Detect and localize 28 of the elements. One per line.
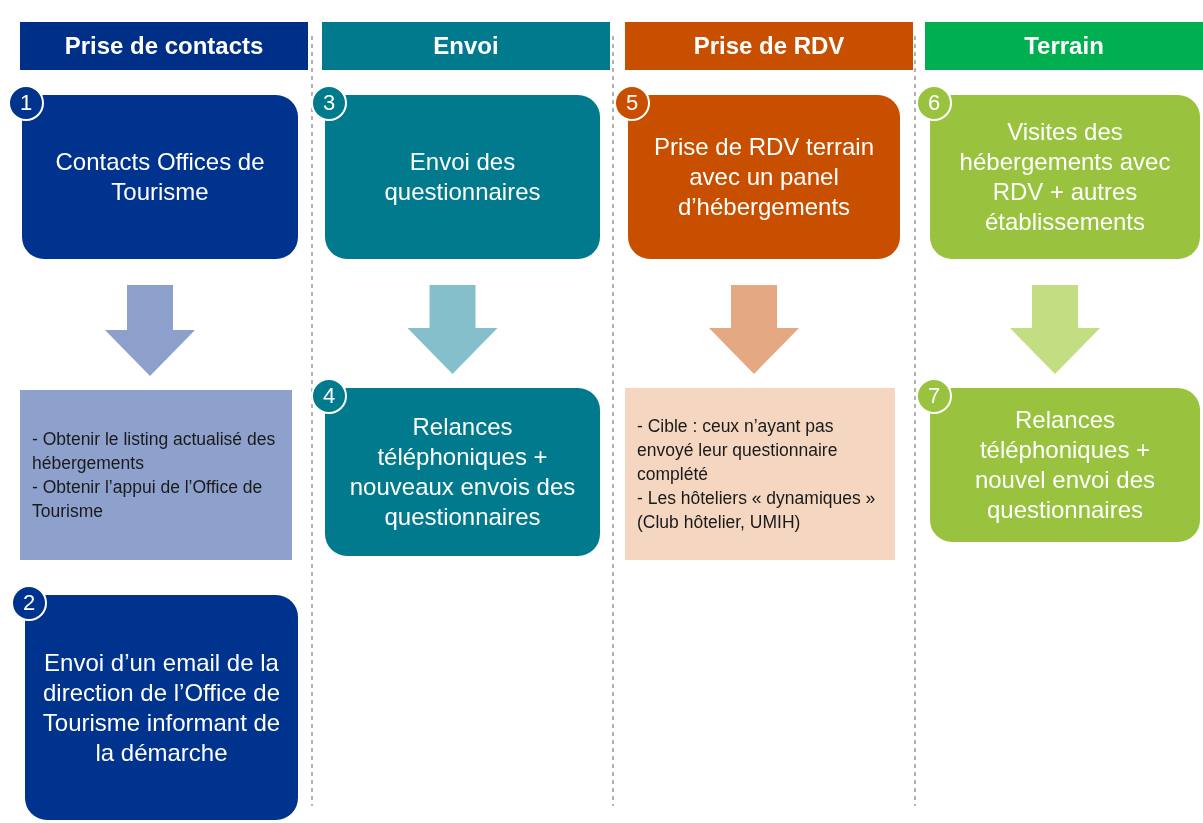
bullet-text: - Cible : ceux n’ayant pas envoyé leur questionnaire complété xyxy=(637,414,839,486)
column-header: Terrain xyxy=(925,22,1203,70)
step-number: 2 xyxy=(11,585,47,621)
step-text: Visites des hébergements avec RDV + autres établissements xyxy=(958,117,1172,237)
block-arrow xyxy=(1010,285,1100,374)
step-number: 4 xyxy=(311,378,347,414)
step-text: Envoi des questionnaires xyxy=(383,147,542,207)
bullet-text: - Les hôteliers « dynamiques » (Club hôtelier, UMIH) xyxy=(637,487,877,535)
step-text: Relances téléphoniques + nouvel envoi des questionnaires xyxy=(973,405,1157,525)
step-text: Relances téléphoniques + nouveaux envois des questionnaires xyxy=(348,412,577,532)
column-header: Envoi xyxy=(322,22,610,70)
step-number: 7 xyxy=(916,378,952,414)
column-header: Prise de contacts xyxy=(20,22,308,70)
bullet-text: - Obtenir l’appui de l’Office de Tourisme xyxy=(32,476,264,524)
bullet-text: - Obtenir le listing actualisé des hébergements xyxy=(32,427,277,475)
step-number: 1 xyxy=(8,85,44,121)
block-arrow xyxy=(407,285,498,374)
column-header: Prise de RDV xyxy=(625,22,913,70)
step-text: Prise de RDV terrain avec un panel d’hébergements xyxy=(652,132,876,222)
block-arrow xyxy=(709,285,799,374)
step-number: 5 xyxy=(614,85,650,121)
block-arrow xyxy=(105,285,195,376)
step-number: 3 xyxy=(311,85,347,121)
note-box xyxy=(20,390,292,560)
note-box xyxy=(625,388,895,560)
step-text: Contacts Offices de Tourisme xyxy=(54,147,266,207)
step-number: 6 xyxy=(916,85,952,121)
step-text: Envoi d’un email de la direction de l’Office de Tourisme informant de la démarche xyxy=(41,647,282,768)
